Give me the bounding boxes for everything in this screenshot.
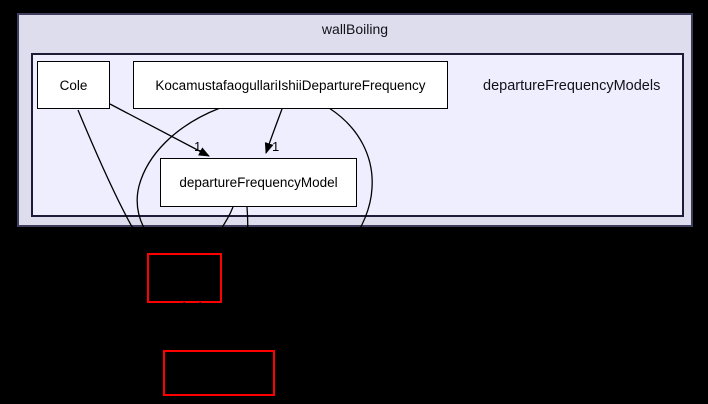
unresolved-node-1[interactable] (147, 253, 222, 303)
unresolved-node-2[interactable] (163, 350, 275, 396)
edge-unresolved-1-to-unresolved-2a (183, 301, 204, 350)
node-kocamustafaogullari-label: KocamustafaogullariIshiiDepartureFrequen… (155, 77, 426, 93)
edge-departurefrequencymodel-to-unresolved-2 (222, 206, 249, 350)
edge-unresolved-1-to-unresolved-2b (199, 301, 219, 350)
node-cole-label: Cole (59, 77, 88, 93)
node-departurefrequencymodel-label: departureFrequencyModel (179, 175, 338, 190)
node-cole[interactable]: Cole (37, 61, 110, 109)
node-departure-frequency-model[interactable]: departureFrequencyModel (160, 158, 357, 207)
cluster-wallboiling-label[interactable]: wallBoiling (321, 21, 389, 37)
cluster-departurefrequencymodels-label[interactable]: departureFrequencyModels (483, 78, 661, 94)
node-kocamustafaogullari-ishii-departure-frequency[interactable]: KocamustafaogullariIshiiDepartureFrequen… (133, 61, 448, 109)
